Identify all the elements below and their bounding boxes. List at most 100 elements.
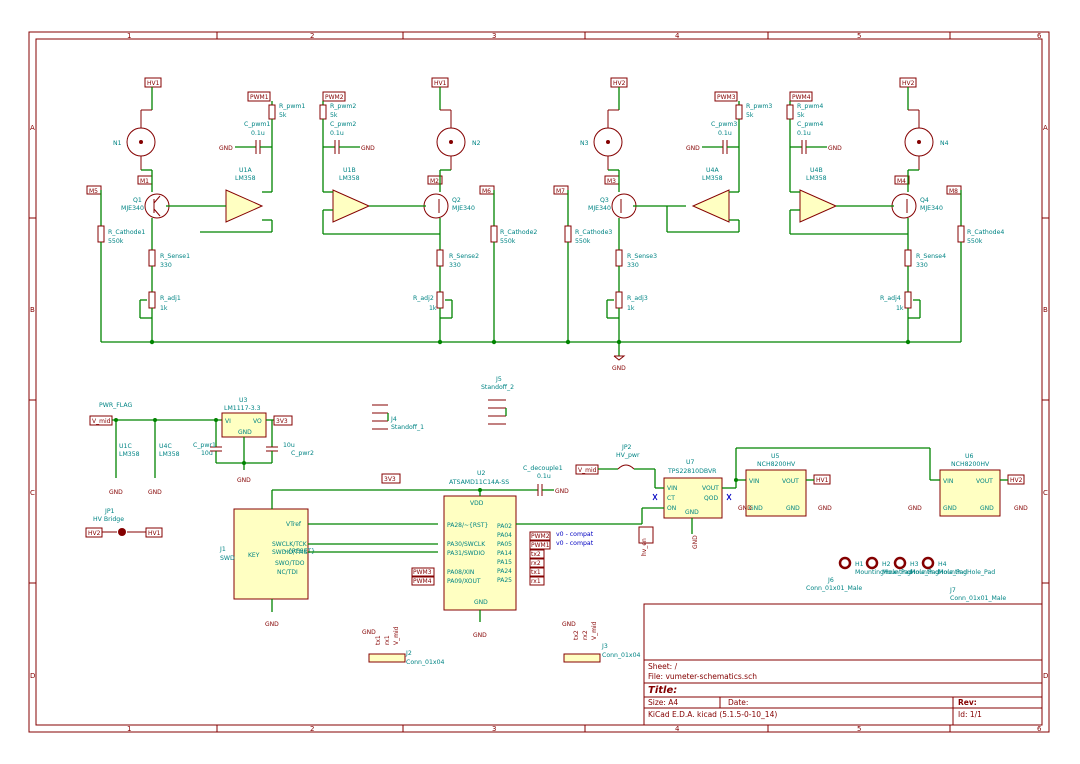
net-label-text: rx1 (531, 578, 541, 585)
value-r-pwm1: 5k (279, 112, 287, 119)
value-r-cathode3: 550k (575, 238, 591, 245)
value-u1c: LM358 (119, 451, 140, 458)
value-q3: MJE340 (588, 205, 611, 212)
ref-r-cathode1: R_Cathode1 (108, 229, 145, 236)
net-label-text: tx2 (573, 630, 580, 640)
ref-h2: H2 (882, 561, 891, 568)
net-label-text: hv_en (641, 538, 648, 556)
value-r-cathode4: 550k (967, 238, 983, 245)
opamp-u4b (799, 189, 838, 223)
ref-n4: N4 (940, 140, 949, 147)
gnd-label: GND (237, 477, 251, 484)
note-compat: v0 - compat (556, 531, 594, 538)
gnd-label: GND (555, 488, 569, 495)
value-c-pwm1: 0.1u (251, 130, 265, 137)
value-r-adj1: 1k (160, 305, 168, 312)
pin-name: GND (685, 509, 699, 516)
title-kicad: KiCad E.D.A. kicad (5.1.5-0-10_14) (648, 710, 777, 719)
gnd-label: GND (828, 145, 842, 152)
net-label-text: M2 (430, 178, 439, 185)
pin-name: NC/TDI (277, 569, 298, 576)
net-label-text: M8 (949, 188, 958, 195)
pin-name: GND (786, 505, 800, 512)
gnd-label: GND (818, 505, 832, 512)
row-label: B (1043, 306, 1048, 314)
title-block: Sheet: / File: vumeter-schematics.sch Ti… (643, 603, 1043, 726)
ref-j5: J5 (495, 376, 502, 383)
net-label-text: rx2 (531, 560, 541, 567)
net-label-text: tx2 (531, 551, 541, 558)
ref-u7: U7 (686, 459, 695, 466)
value-r-sense2: 330 (449, 262, 461, 269)
pin-name: VOUT (782, 478, 799, 485)
ref-c-pwr1: C_pwr1 (193, 442, 216, 449)
net-label-text: HV2 (902, 80, 915, 87)
pin-name: VTref (286, 521, 302, 528)
ref-u2: U2 (477, 470, 486, 477)
gnd-label: GND (612, 365, 626, 372)
value-u4a: LM358 (702, 175, 723, 182)
net-label-text: HV2 (1010, 477, 1023, 484)
title-sheet: Sheet: / (648, 662, 678, 671)
value-c-pwm2: 0.1u (330, 130, 344, 137)
ref-c-pwm1: C_pwm1 (244, 121, 270, 128)
value-r-adj3: 1k (627, 305, 635, 312)
drawing-frame: 1 2 3 4 5 6 1 2 3 4 5 6 A B C D A B C D (28, 31, 1050, 733)
opamp-u1a (225, 189, 264, 223)
pin-name: VI (225, 418, 231, 425)
transistor-q3 (611, 193, 637, 219)
transistor-q2 (423, 193, 449, 219)
ground-bus: GND (101, 339, 961, 372)
net-label-text: PWM1 (531, 542, 550, 549)
gnd-label: GND (562, 621, 576, 628)
ref-q2: Q2 (452, 197, 461, 204)
gnd-label: GND (738, 505, 752, 512)
pin-name: PA30/SWCLK (447, 541, 486, 548)
pin-name: PA04 (497, 532, 512, 539)
ref-r-sense2: R_Sense2 (449, 253, 479, 260)
pin-name: GND (749, 505, 763, 512)
ref-r-cathode2: R_Cathode2 (500, 229, 537, 236)
power-section: PWR_FLAG V_mid U1C LM358 U4C LM358 GND G… (89, 397, 314, 496)
transistor-q1 (144, 193, 170, 219)
row-label: C (1043, 489, 1048, 497)
ref-r-pwm1: R_pwm1 (279, 103, 305, 110)
net-label-text: PWM4 (792, 94, 811, 101)
pin-name: KEY (248, 552, 260, 559)
value-j4: Standoff_1 (391, 424, 424, 431)
ref-r-sense3: R_Sense3 (627, 253, 657, 260)
value-j3: Conn_01x04 (602, 652, 641, 659)
ref-jp2: JP2 (621, 444, 632, 451)
title-date: Date: (728, 698, 748, 707)
potentiometer-r-adj1 (148, 291, 156, 309)
pwr-flag-label: PWR_FLAG (99, 402, 133, 409)
value-c-pwm3: 0.1u (718, 130, 732, 137)
net-label-text: HV1 (434, 80, 447, 87)
ref-r-cathode3: R_Cathode3 (575, 229, 612, 236)
net-label-text: rx1 (384, 635, 391, 645)
value-c-pwr2: 10u (283, 442, 295, 449)
ref-u3: U3 (239, 397, 248, 404)
ref-r-adj2: R_adj2 (413, 295, 434, 302)
ref-r-sense1: R_Sense1 (160, 253, 190, 260)
ref-r-pwm3: R_pwm3 (746, 103, 772, 110)
mounting-holes: H1 H2 H3 H4 MountingHole_Pad MountingHol… (806, 556, 1006, 602)
pin-name: VDD (470, 500, 484, 507)
ref-c-pwm2: C_pwm2 (330, 121, 356, 128)
net-label-text: tx1 (531, 569, 541, 576)
value-r-sense4: 330 (916, 262, 928, 269)
net-label-text: M3 (607, 178, 616, 185)
ref-j3: J3 (601, 643, 608, 650)
pin-name: GND (474, 599, 488, 606)
row-label: A (30, 124, 35, 132)
standoffs: J4 Standoff_1 J5 Standoff_2 (372, 376, 514, 431)
resistor-r-sense1 (148, 249, 156, 267)
pin-name: QOD (704, 495, 718, 502)
pin-name: PA24 (497, 568, 512, 575)
ref-jp1: JP1 (104, 508, 115, 515)
ref-c-decouple1: C_decouple1 (523, 465, 563, 472)
pin-name: PA15 (497, 559, 512, 566)
pin-name: VOUT (702, 485, 719, 492)
row-label: A (1043, 124, 1048, 132)
